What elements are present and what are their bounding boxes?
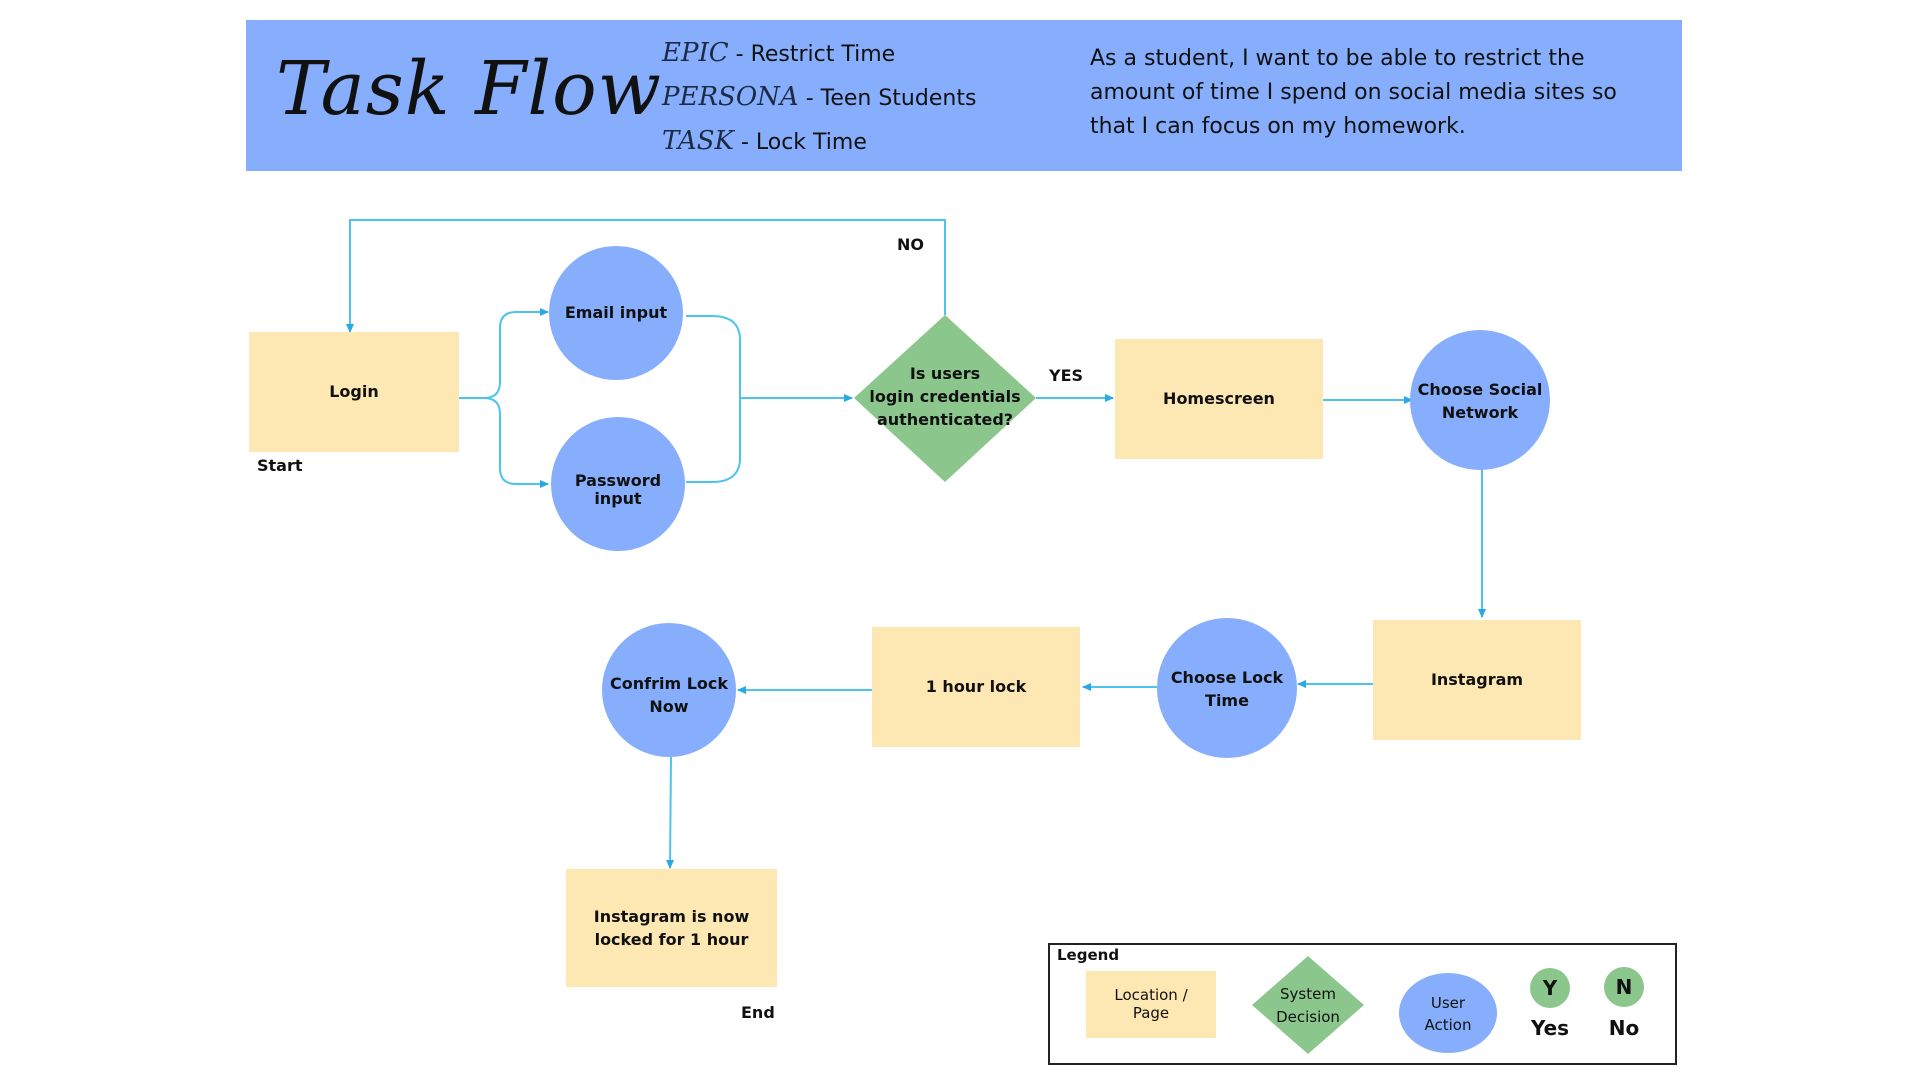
end-label: End — [741, 1003, 775, 1022]
legend-decision-swatch — [1252, 956, 1364, 1054]
epic-row: EPIC - Restrict Time — [662, 38, 895, 68]
hour-lock-label: 1 hour lock — [925, 677, 1027, 696]
persona-value: - Teen Students — [805, 86, 977, 111]
decision-label: Is users login credentials authenticated… — [855, 362, 1035, 431]
homescreen-node — [1115, 339, 1323, 459]
connector-login-password — [458, 397, 549, 488]
decision-line-1: Is users — [909, 364, 981, 383]
legend-yes-swatch — [1530, 968, 1570, 1008]
connector-login-email — [458, 308, 549, 399]
legend-location-swatch — [1086, 971, 1216, 1038]
choose-social-label: Choose Social Network — [1410, 378, 1550, 424]
connector-inputs-merge — [686, 315, 741, 483]
legend-action-line-1: User — [1430, 994, 1466, 1012]
confirm-line-1: Confrim Lock — [609, 674, 728, 693]
legend-decision-label: System Decision — [1252, 983, 1364, 1029]
legend-location-line-1: Location / — [1114, 986, 1188, 1004]
persona-key: PERSONA — [662, 82, 799, 112]
yes-label: YES — [1049, 366, 1084, 385]
connector-confirm-locked — [666, 756, 675, 869]
email-node — [549, 246, 683, 380]
legend-no-letter: N — [1615, 975, 1633, 999]
choose-lock-label: Choose Lock Time — [1157, 666, 1297, 712]
legend-action-swatch — [1399, 973, 1497, 1053]
email-label: Email input — [564, 303, 668, 322]
epic-key: EPIC — [662, 38, 729, 68]
confirm-line-2: Now — [649, 697, 689, 716]
no-label: NO — [897, 235, 924, 254]
legend-box — [1048, 943, 1677, 1065]
choose-lock-line-1: Choose Lock — [1170, 668, 1284, 687]
choose-social-node — [1410, 330, 1550, 470]
password-label: Password input — [551, 472, 685, 508]
epic-value: - Restrict Time — [735, 42, 896, 67]
hour-lock-node — [872, 627, 1080, 747]
page-title: Task Flow — [276, 46, 662, 132]
password-node — [551, 417, 685, 551]
choose-social-line-2: Network — [1441, 403, 1519, 422]
decision-line-3: authenticated? — [876, 410, 1014, 429]
password-line-2: input — [594, 489, 642, 508]
locked-line-1: Instagram is now — [593, 907, 750, 926]
user-story: As a student, I want to be able to restr… — [1090, 46, 1617, 139]
locked-node — [566, 869, 777, 987]
decision-line-2: login credentials — [869, 387, 1021, 406]
persona-row: PERSONA - Teen Students — [662, 82, 976, 112]
legend-decision-line-1: System — [1280, 985, 1336, 1003]
legend-action-label: User Action — [1399, 992, 1497, 1036]
legend-no-swatch — [1604, 967, 1644, 1007]
login-node — [249, 332, 459, 452]
instagram-label: Instagram — [1430, 670, 1524, 689]
header-banner — [246, 20, 1682, 171]
choose-lock-node — [1157, 618, 1297, 758]
connector-no-loop — [346, 219, 946, 333]
legend-title: Legend — [1057, 946, 1120, 964]
choose-lock-line-2: Time — [1205, 691, 1249, 710]
homescreen-label: Homescreen — [1163, 389, 1275, 408]
confirm-label: Confrim Lock Now — [599, 672, 739, 718]
legend-action-line-2: Action — [1424, 1016, 1472, 1034]
connectors — [346, 219, 1486, 869]
locked-label: Instagram is now locked for 1 hour — [566, 905, 777, 951]
legend-no-label: No — [1608, 1016, 1640, 1040]
login-label: Login — [329, 382, 379, 401]
legend-location-label: Location / Page — [1086, 986, 1216, 1022]
choose-social-line-1: Choose Social — [1417, 380, 1543, 399]
decision-node — [854, 315, 1036, 482]
legend-yes-label: Yes — [1530, 1016, 1570, 1040]
start-label: Start — [257, 456, 303, 475]
legend-yes-letter: Y — [1542, 976, 1558, 1000]
instagram-node — [1373, 620, 1581, 740]
task-key: TASK — [662, 126, 734, 156]
task-row: TASK - Lock Time — [662, 126, 867, 156]
task-value: - Lock Time — [740, 130, 867, 155]
legend-decision-line-2: Decision — [1276, 1008, 1340, 1026]
legend-location-line-2: Page — [1132, 1004, 1170, 1022]
locked-line-2: locked for 1 hour — [594, 930, 749, 949]
password-line-1: Password — [574, 471, 662, 490]
confirm-node — [602, 623, 736, 757]
